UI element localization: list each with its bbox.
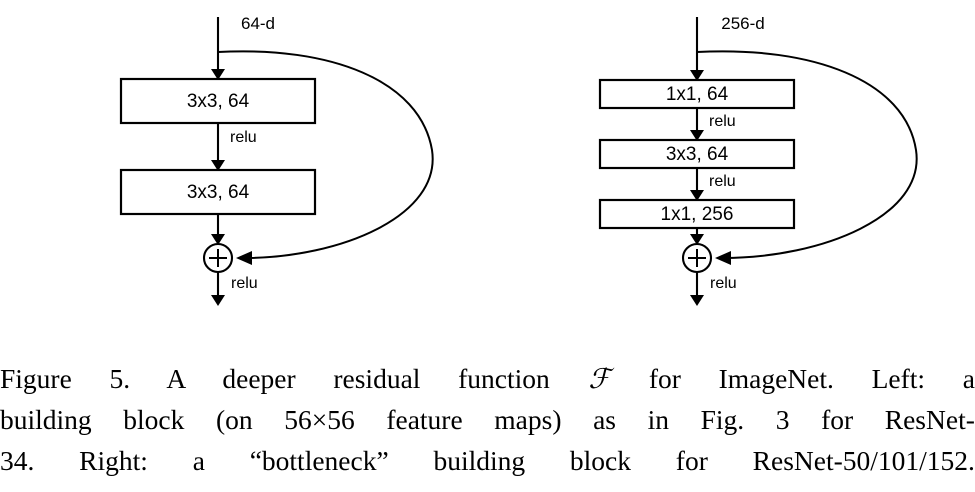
left-relu-label-output: relu	[231, 275, 258, 292]
right-relu-label-2: relu	[709, 173, 736, 190]
left-shortcut-arrowhead	[236, 251, 252, 265]
right-input-dim-label: 256-d	[721, 14, 764, 33]
caption-word: ImageNet.	[718, 363, 834, 394]
right-plus-icon	[688, 249, 706, 267]
caption-word: deeper	[222, 363, 296, 394]
right-conv-box-3[interactable]	[598, 198, 796, 230]
right-arrowhead-sum	[690, 234, 704, 245]
caption-word: block	[569, 445, 631, 476]
right-conv-box-2[interactable]	[598, 138, 796, 170]
right-shortcut-arrowhead	[715, 251, 731, 265]
right-identity-shortcut	[696, 50, 918, 259]
caption-word: 3	[775, 404, 790, 435]
right-bottleneck-block: 256-d 1x1, 64 relu 3x3, 64 relu 1x1, 256	[598, 14, 918, 306]
caption-word: Right:	[79, 445, 148, 476]
caption-word: 34.	[0, 445, 35, 476]
caption-word: A	[166, 363, 185, 394]
caption-word: a	[192, 445, 205, 476]
caption-script-f: ℱ	[588, 363, 611, 394]
caption-word: in	[647, 404, 669, 435]
right-arrowhead-conv3	[690, 190, 704, 201]
right-conv-label-3: 1x1, 256	[661, 204, 734, 225]
left-arrowhead-conv2	[211, 160, 225, 171]
caption-word: a	[962, 363, 975, 394]
right-relu-label-output: relu	[710, 275, 737, 292]
caption-word: (on	[215, 404, 253, 435]
caption-word: ResNet-	[884, 404, 975, 435]
caption-line-1: Figure 5. A deeper residual function ℱ f…	[0, 358, 975, 399]
caption-word: Left:	[871, 363, 926, 394]
left-arrowhead-conv1	[211, 69, 225, 80]
caption-word: as	[593, 404, 616, 435]
caption-word: function	[458, 363, 550, 394]
left-relu-label-1: relu	[230, 129, 257, 146]
left-conv-box-1[interactable]	[119, 77, 317, 125]
right-arrowhead-conv1	[690, 70, 704, 81]
right-conv-box-1[interactable]	[598, 78, 796, 110]
left-plus-icon	[209, 249, 227, 267]
caption-word: for	[648, 363, 681, 394]
left-identity-shortcut	[217, 50, 434, 259]
residual-blocks-diagram: 64-d 3x3, 64 relu 3x3, 64	[119, 14, 918, 306]
caption-word: for	[821, 404, 854, 435]
caption-word: residual	[333, 363, 421, 394]
left-arrowhead-output	[211, 295, 225, 306]
caption-word: Figure	[0, 363, 72, 394]
caption-word: 56×56	[284, 404, 355, 435]
left-arrowhead-sum	[211, 234, 225, 245]
caption-word: building	[433, 445, 526, 476]
right-arrowhead-output	[690, 295, 704, 306]
caption-word: 5.	[109, 363, 131, 394]
right-arrowhead-conv2	[690, 130, 704, 141]
left-conv-label-1: 3x3, 64	[187, 91, 250, 112]
right-relu-label-1: relu	[709, 113, 736, 130]
caption-line-3: 34. Right: a “bottleneck” building block…	[0, 440, 975, 481]
right-conv-label-2: 3x3, 64	[666, 144, 729, 165]
caption-word: for	[675, 445, 708, 476]
caption-word: Fig.	[700, 404, 745, 435]
left-input-dim-label: 64-d	[241, 14, 275, 33]
caption-word: “bottleneck”	[249, 445, 389, 476]
caption-word: block	[123, 404, 185, 435]
right-conv-label-1: 1x1, 64	[666, 84, 729, 105]
left-conv-label-2: 3x3, 64	[187, 182, 250, 203]
left-residual-block: 64-d 3x3, 64 relu 3x3, 64	[119, 14, 434, 306]
figure-caption: Figure 5. A deeper residual function ℱ f…	[0, 358, 975, 481]
caption-word: feature	[386, 404, 463, 435]
caption-word: building	[0, 404, 92, 435]
caption-word: maps)	[494, 404, 562, 435]
caption-word: ResNet-50/101/152.	[752, 445, 975, 476]
caption-line-2: building block (on 56×56 feature maps) a…	[0, 399, 975, 440]
